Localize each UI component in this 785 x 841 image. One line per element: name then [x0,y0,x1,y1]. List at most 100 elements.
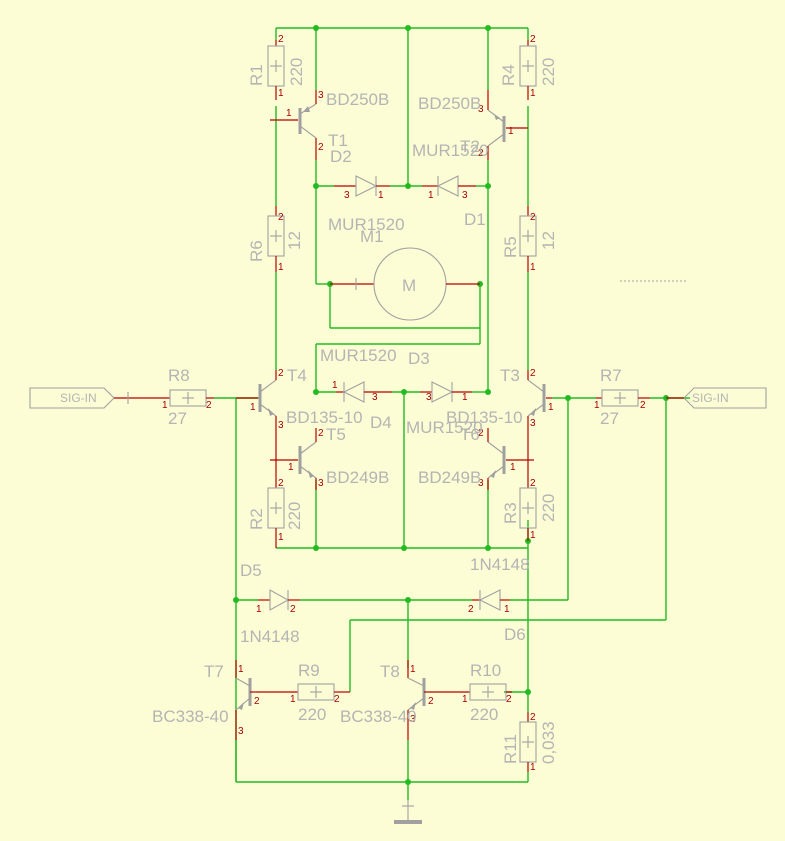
svg-text:2: 2 [468,604,474,615]
diode-d6[interactable]: 2 1 D6 1N4148 [468,555,530,644]
r5-ref: R5 [501,236,520,258]
svg-text:2: 2 [318,142,324,153]
junction-dots [233,25,669,785]
svg-text:1: 1 [510,462,516,473]
r4-value: 220 [539,58,558,86]
svg-text:1: 1 [410,664,416,675]
d6-ref: D6 [504,625,526,644]
svg-text:1: 1 [332,380,338,391]
r6-value: 12 [285,231,304,250]
svg-text:2: 2 [530,212,536,223]
svg-text:2: 2 [530,34,536,45]
r8-value: 27 [168,409,187,428]
transistor-t6[interactable]: 123 T6 BD249B [418,425,534,490]
svg-text:1: 1 [548,402,554,413]
r1-ref: R1 [247,64,266,86]
resistor-r11[interactable]: 21 R11 0,033 [501,712,558,773]
svg-text:3: 3 [372,392,378,403]
d1-part: MUR1520 [412,141,489,160]
t1-part: BD250B [326,90,389,109]
d3-part: MUR1520 [406,418,483,437]
svg-text:1: 1 [504,604,510,615]
svg-text:1: 1 [278,88,284,99]
r8-ref: R8 [168,366,190,385]
r4-ref: R4 [499,64,518,86]
svg-text:3: 3 [344,190,350,201]
transistor-t8[interactable]: 123 T8 BC338-40 [340,660,434,740]
svg-text:1: 1 [530,262,536,273]
svg-text:1: 1 [278,262,284,273]
d2-ref: D2 [330,147,352,166]
r6-ref: R6 [247,240,266,262]
svg-text:1: 1 [256,604,262,615]
svg-text:2: 2 [254,696,260,707]
svg-text:2: 2 [278,478,284,489]
d4-ref: D4 [370,413,392,432]
r3-ref: R3 [501,502,520,524]
d3-ref: D3 [408,349,430,368]
svg-text:1: 1 [462,694,468,705]
transistor-t1[interactable]: 132 BD250B T1 [270,90,389,160]
svg-text:1: 1 [238,664,244,675]
t6-part: BD249B [418,468,481,487]
svg-text:2: 2 [278,368,284,379]
motor-symbol: M [402,276,416,295]
transistor-t2[interactable]: 132 BD250B T2 [418,90,528,160]
r5-value: 12 [539,231,558,250]
svg-text:1: 1 [462,392,468,403]
r11-ref: R11 [501,734,520,764]
diode-d2[interactable]: 3 1 D2 MUR1520 [328,147,405,234]
t4-part: BD135-10 [286,408,363,427]
d6-part: 1N4148 [470,555,530,574]
transistor-t4[interactable]: 123 T4 BD135-10 [236,366,363,431]
resistor-r1[interactable]: 21 R1 220 [247,34,306,100]
svg-text:1: 1 [594,400,600,411]
svg-text:1: 1 [428,190,434,201]
svg-text:1: 1 [530,530,536,541]
motor-m1[interactable]: M M1 [330,227,480,321]
svg-text:1: 1 [508,126,514,137]
svg-text:1: 1 [290,694,296,705]
svg-text:3: 3 [426,392,432,403]
resistor-r4[interactable]: 21 R4 220 [499,34,558,100]
port-right-label: SIG-IN [692,391,729,405]
svg-text:2: 2 [478,148,484,159]
svg-text:2: 2 [278,34,284,45]
d5-ref: D5 [240,561,262,580]
svg-text:2: 2 [428,696,434,707]
resistor-r3[interactable]: 21 R3 220 [501,476,558,541]
diode-d4[interactable]: 13 D4 MUR1520 [320,346,397,432]
svg-text:2: 2 [334,694,340,705]
svg-text:3: 3 [462,190,468,201]
port-sig-in-right[interactable]: SIG-IN [666,387,767,409]
r7-ref: R7 [600,366,622,385]
svg-text:3: 3 [318,478,324,489]
svg-text:3: 3 [410,714,416,725]
transistor-t5[interactable]: 123 T5 BD249B [270,425,389,490]
resistor-r2[interactable]: 21 R2 220 [247,476,304,548]
svg-text:3: 3 [478,104,484,115]
t1-ref: T1 [328,131,348,150]
resistor-r6[interactable]: 21 R6 12 [247,206,304,273]
port-sig-in-left[interactable]: SIG-IN [29,387,140,409]
svg-text:1: 1 [286,108,292,119]
d2-part: MUR1520 [328,215,405,234]
transistor-t7[interactable]: 123 T7 BC338-40 [152,660,260,740]
resistor-r5[interactable]: 2 1 R5 12 [501,206,558,273]
r3-value: 220 [539,494,558,522]
diode-d3[interactable]: 3 1 D3 MUR1520 [406,349,483,437]
svg-text:2: 2 [506,694,512,705]
svg-text:1: 1 [278,532,284,543]
t5-ref: T5 [326,425,346,444]
r9-ref: R9 [298,661,320,680]
t4-ref: T4 [287,366,307,385]
svg-text:1: 1 [162,400,168,411]
svg-text:1: 1 [378,190,384,201]
transistor-t3[interactable]: 123 T3 BD135-10 [446,366,554,440]
